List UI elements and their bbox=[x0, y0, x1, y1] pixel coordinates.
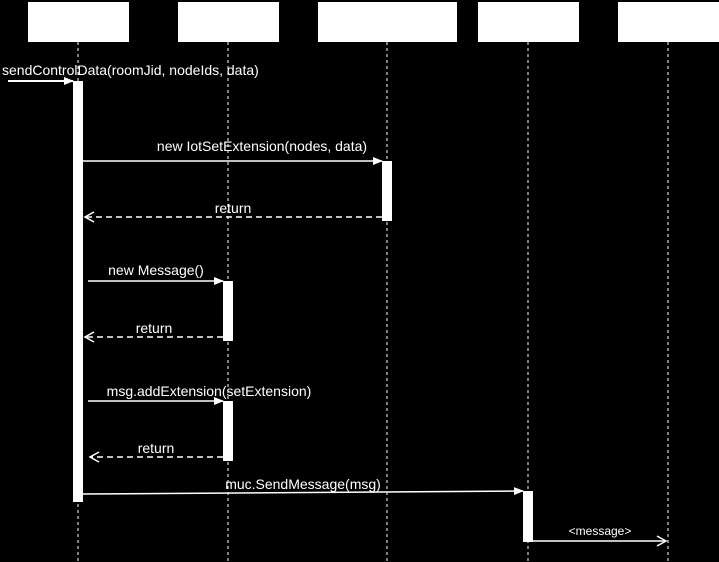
activation-bar-3 bbox=[382, 161, 392, 221]
activation-bar-4 bbox=[523, 491, 533, 542]
message-label-2: new IotSetExtension(nodes, data) bbox=[157, 138, 367, 154]
message-arrow-8 bbox=[82, 487, 524, 496]
message-label-4: new Message() bbox=[108, 262, 204, 278]
activation-bar-1 bbox=[73, 81, 83, 502]
message-label-8: muc.SendMessage(msg) bbox=[225, 476, 381, 492]
participant-box-2 bbox=[178, 2, 279, 42]
message-label-7: return bbox=[138, 440, 175, 456]
participant-box-3 bbox=[318, 2, 457, 42]
activation-bar-2b bbox=[223, 401, 233, 461]
participant-box-1 bbox=[28, 2, 129, 42]
message-label-6: msg.addExtension(setExtension) bbox=[107, 383, 312, 399]
message-label-3: return bbox=[215, 200, 252, 216]
participant-box-4 bbox=[478, 2, 579, 42]
participant-box-5 bbox=[618, 2, 719, 42]
activation-bar-2a bbox=[223, 281, 233, 341]
message-label-1: sendControlData(roomJid, nodeIds, data) bbox=[2, 62, 259, 78]
message-label-9: <message> bbox=[569, 524, 632, 538]
message-label-5: return bbox=[136, 320, 173, 336]
